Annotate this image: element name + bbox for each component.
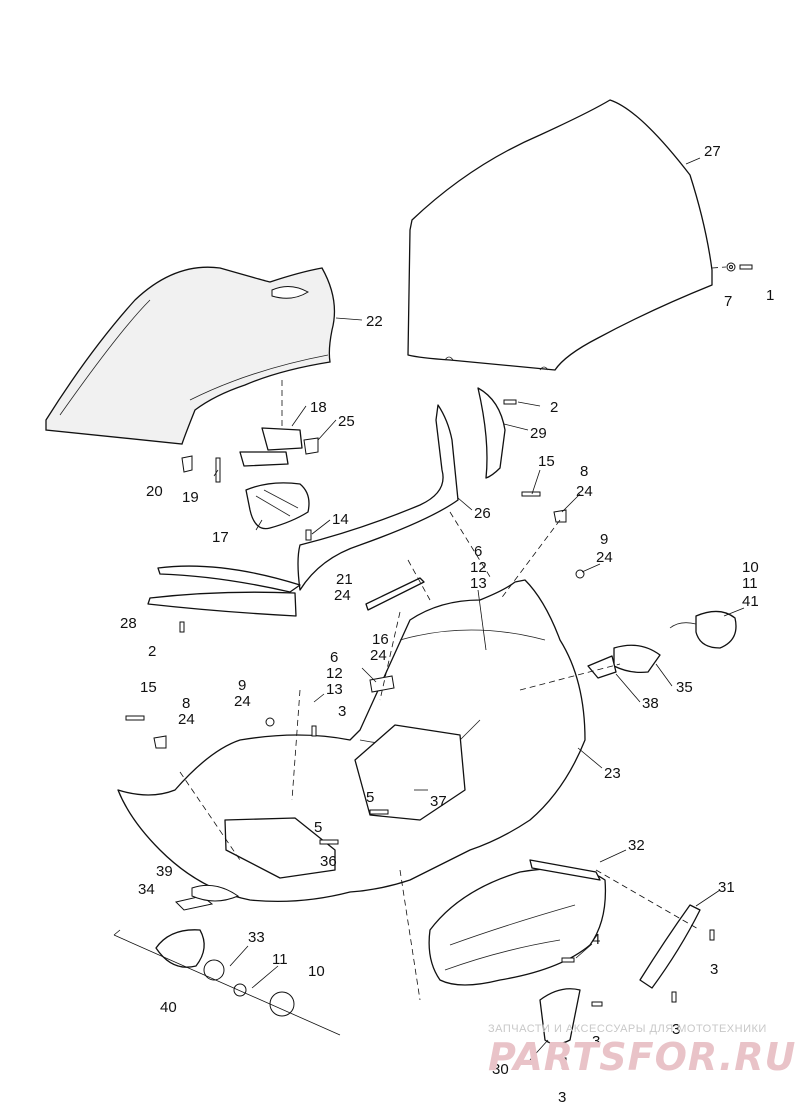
callout-2a: 2 [550,399,558,416]
callout-12a: 12 [470,559,487,576]
callout-16: 16 [372,631,389,648]
windshield-screw-part [726,262,753,272]
callout-33: 33 [248,929,265,946]
inner-fairing-part [45,266,336,445]
callout-13b: 13 [326,681,343,698]
callout-21: 21 [336,571,353,588]
callout-36: 36 [320,853,337,870]
watermark-caption: ЗАПЧАСТИ И АКСЕССУАРЫ ДЛЯ МОТОТЕХНИКИ [488,1023,767,1035]
callout-5a: 5 [366,789,374,806]
callout-labels: 27 7 1 22 18 25 20 19 17 14 2 29 26 15 8… [120,143,774,1106]
callout-22: 22 [366,313,383,330]
callout-28: 28 [120,615,137,632]
callout-13a: 13 [470,575,487,592]
callout-20: 20 [146,483,163,500]
callout-27: 27 [704,143,721,160]
callout-26: 26 [474,505,491,522]
callout-6b: 6 [330,649,338,666]
callout-1: 1 [766,287,774,304]
callout-25: 25 [338,413,355,430]
callout-34: 34 [138,881,155,898]
outer-fairing-part [117,579,586,903]
windshield-part [407,99,713,371]
headlamp-mount-part [181,427,319,541]
trim-strip-part [147,565,425,617]
callout-3c: 3 [672,1021,680,1038]
callout-17: 17 [212,529,229,546]
callout-3d: 3 [592,1033,600,1050]
callout-3b: 3 [710,961,718,978]
callout-2b: 2 [148,643,156,660]
callout-30: 30 [492,1061,509,1078]
callout-15b: 15 [140,679,157,696]
callout-9b: 9 [238,677,246,694]
callout-3e: 3 [558,1089,566,1106]
callout-23: 23 [604,765,621,782]
callout-12b: 12 [326,665,343,682]
leader-lines [213,157,745,1061]
callout-14: 14 [332,511,349,528]
callout-11b: 11 [272,951,288,968]
fasteners-part [125,491,715,1069]
callout-24f: 24 [234,693,251,710]
callout-38: 38 [642,695,659,712]
callout-37: 37 [430,793,447,810]
callout-24a: 24 [576,483,593,500]
callout-7: 7 [724,293,732,310]
headlamp-part [428,859,701,1045]
callout-40: 40 [160,999,177,1016]
watermark-logo: PARTSFOR.RU [488,1035,796,1079]
callout-24b: 24 [596,549,613,566]
callout-8a: 8 [580,463,588,480]
callout-11a: 11 [742,575,758,592]
callout-29: 29 [530,425,547,442]
callout-8b: 8 [182,695,190,712]
callout-41: 41 [742,593,759,610]
left-turn-signal-part [113,884,341,1036]
callout-9a: 9 [600,531,608,548]
windshield-trim-part [297,387,517,591]
callout-24c: 24 [334,587,351,604]
callout-10b: 10 [308,963,325,980]
callout-10a: 10 [742,559,759,576]
right-turn-signal-part [587,610,737,679]
callout-18: 18 [310,399,327,416]
callout-24e: 24 [178,711,195,728]
callout-15a: 15 [538,453,555,470]
callout-5b: 5 [314,819,322,836]
callout-19: 19 [182,489,199,506]
callout-4: 4 [592,931,600,948]
callout-39: 39 [156,863,173,880]
callout-3a: 3 [338,703,346,720]
callout-31: 31 [718,879,735,896]
watermark: ЗАПЧАСТИ И АКСЕССУАРЫ ДЛЯ МОТОТЕХНИКИ PA… [488,1023,796,1079]
callout-6a: 6 [474,543,482,560]
callout-32: 32 [628,837,645,854]
assembly-lines [179,380,701,1001]
callout-24d: 24 [370,647,387,664]
callout-35: 35 [676,679,693,696]
